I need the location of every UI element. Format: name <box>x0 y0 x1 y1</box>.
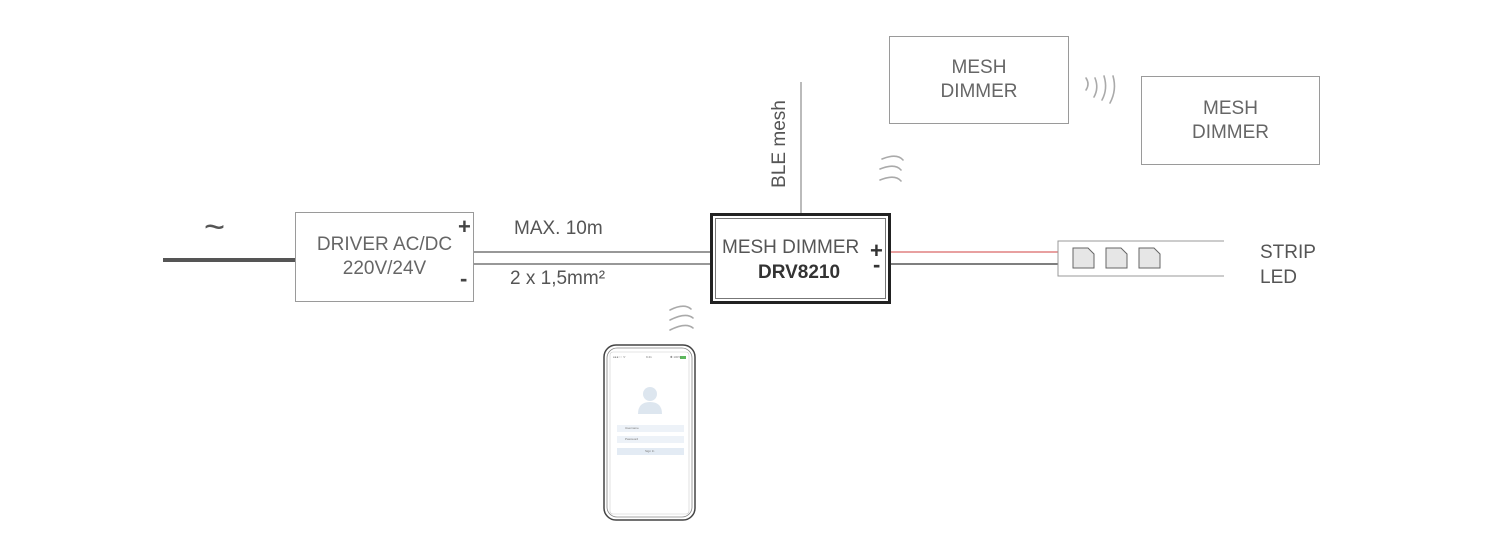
signal-icon-dimmer <box>879 155 904 182</box>
ac-symbol: ~ <box>204 206 226 247</box>
username-field <box>617 425 684 432</box>
driver-plus-terminal: + <box>458 214 471 239</box>
signin-button <box>617 448 684 455</box>
driver-box: DRIVER AC/DC 220V/24V <box>295 212 474 302</box>
signal-icon-phone <box>669 305 694 331</box>
strip-led-label: STRIP LED <box>1260 240 1316 290</box>
driver-line1: DRIVER AC/DC <box>316 234 453 255</box>
led-chip <box>1105 247 1128 269</box>
remote-mesh-dimmer-1: MESH DIMMER <box>889 36 1069 124</box>
remote-dimmer-1-line2: DIMMER <box>940 81 1018 102</box>
remote-mesh-dimmer-2: MESH DIMMER <box>1141 76 1320 165</box>
mesh-dimmer-main-box <box>710 213 891 304</box>
led-chip <box>1072 247 1095 269</box>
phone-username-placeholder: Username <box>625 426 639 430</box>
phone-status-time: 9:41 <box>646 355 652 359</box>
driver-line2: 220V/24V <box>342 258 427 279</box>
signal-icon-mesh <box>1085 75 1116 104</box>
avatar-icon <box>643 387 657 401</box>
ble-mesh-label: BLE mesh <box>769 100 790 188</box>
phone-signin-label: Sign In <box>645 449 655 453</box>
dimmer-plus-terminal: + <box>870 238 883 263</box>
dimmer-model: DRV8210 <box>758 262 841 283</box>
strip-led-line1: STRIP <box>1260 242 1316 263</box>
cable-section-label: 2 x 1,5mm² <box>510 268 606 289</box>
led-strip <box>1057 240 1224 277</box>
phone-status-right: ✱ 100% <box>670 355 682 359</box>
dimmer-minus-terminal: - <box>873 252 881 277</box>
led-chip <box>1138 247 1161 269</box>
remote-dimmer-2-line1: MESH <box>1203 97 1258 119</box>
driver-minus-terminal: - <box>460 266 468 291</box>
remote-dimmer-2-line2: DIMMER <box>1191 121 1270 143</box>
remote-dimmer-1-line1: MESH <box>951 57 1007 78</box>
avatar-body <box>638 402 662 414</box>
cable-length-label: MAX. 10m <box>514 218 603 239</box>
phone-status-left: ●●●○○ ᯤ <box>613 355 626 359</box>
phone-password-placeholder: Password <box>625 437 639 441</box>
password-field <box>617 436 684 443</box>
dimmer-name: MESH DIMMER <box>722 237 860 258</box>
strip-led-line2: LED <box>1260 267 1297 288</box>
smartphone <box>603 344 696 521</box>
